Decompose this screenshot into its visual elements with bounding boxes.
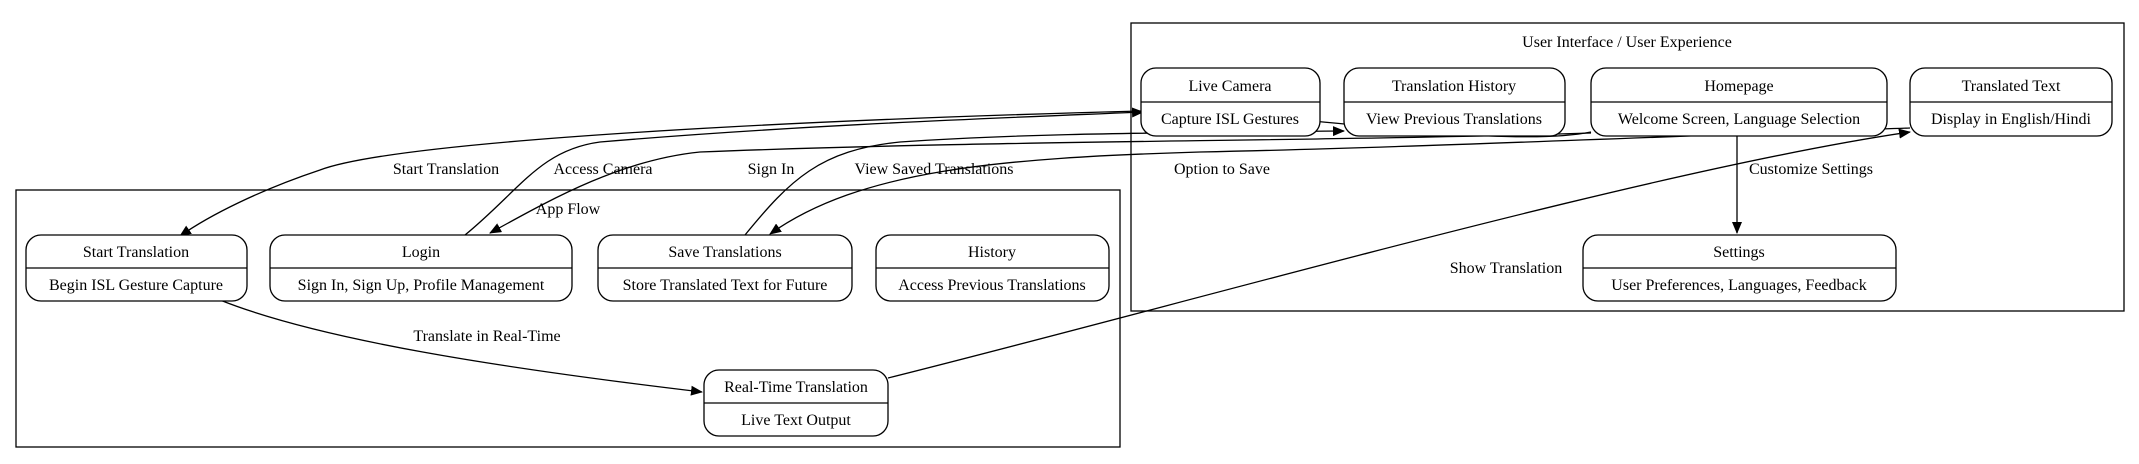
edge-homepage-to-login — [489, 132, 1592, 234]
edge-start-to-realtime — [219, 299, 703, 396]
node-start-translation-title: Start Translation — [83, 244, 189, 261]
node-save-translations-subtitle: Store Translated Text for Future — [623, 277, 828, 294]
node-settings-subtitle: User Preferences, Languages, Feedback — [1611, 277, 1866, 294]
label-customize-settings: Customize Settings — [1749, 161, 1873, 178]
node-realtime-translation: Real-Time Translation Live Text Output — [703, 369, 889, 437]
node-save-translations-title: Save Translations — [668, 244, 781, 261]
edge-live-camera-to-start-translation — [179, 110, 1142, 237]
label-sign-in: Sign In — [748, 161, 795, 178]
label-translate-in-real-time: Translate in Real-Time — [413, 328, 560, 345]
node-login-title: Login — [402, 244, 440, 261]
node-start-translation: Start Translation Begin ISL Gesture Capt… — [25, 234, 248, 302]
node-translated-text-subtitle: Display in English/Hindi — [1931, 111, 2092, 128]
node-history-subtitle: Access Previous Translations — [898, 277, 1086, 294]
node-translated-text-title: Translated Text — [1962, 78, 2061, 95]
edge-translated-text-to-save — [769, 127, 1911, 235]
node-history-title: History — [968, 244, 1016, 261]
node-realtime-translation-subtitle: Live Text Output — [741, 412, 851, 429]
cluster-ui: User Interface / User Experience — [1130, 22, 2125, 312]
node-translation-history-title: Translation History — [1392, 78, 1516, 95]
node-homepage-title: Homepage — [1704, 78, 1773, 95]
cluster-app-label: App Flow — [536, 201, 601, 218]
node-start-translation-subtitle: Begin ISL Gesture Capture — [49, 277, 223, 294]
cluster-ui-label: User Interface / User Experience — [1522, 34, 1732, 51]
cluster-app: App Flow — [15, 189, 1121, 448]
label-access-camera: Access Camera — [553, 161, 652, 178]
label-view-saved-translations: View Saved Translations — [854, 161, 1013, 178]
node-login-subtitle: Sign In, Sign Up, Profile Management — [298, 277, 545, 294]
node-settings: Settings User Preferences, Languages, Fe… — [1582, 234, 1897, 302]
edge-labels: Start Translation Access Camera Sign In … — [393, 161, 1873, 345]
node-translation-history-subtitle: View Previous Translations — [1366, 111, 1542, 128]
node-live-camera-title: Live Camera — [1188, 78, 1271, 95]
node-save-translations: Save Translations Store Translated Text … — [597, 234, 853, 302]
node-history: History Access Previous Translations — [875, 234, 1110, 302]
edge-realtime-to-translated-text — [887, 128, 1911, 379]
node-live-camera: Live Camera Capture ISL Gestures — [1140, 67, 1321, 137]
label-option-to-save: Option to Save — [1174, 161, 1270, 178]
node-homepage: Homepage Welcome Screen, Language Select… — [1590, 67, 1888, 137]
label-show-translation: Show Translation — [1450, 260, 1562, 277]
node-login: Login Sign In, Sign Up, Profile Manageme… — [269, 234, 573, 302]
node-live-camera-subtitle: Capture ISL Gestures — [1161, 111, 1299, 128]
node-settings-title: Settings — [1713, 244, 1765, 261]
node-homepage-subtitle: Welcome Screen, Language Selection — [1618, 111, 1860, 128]
node-realtime-translation-title: Real-Time Translation — [724, 379, 868, 396]
label-start-translation: Start Translation — [393, 161, 499, 178]
edge-login-to-live-camera — [464, 107, 1144, 236]
edge-save-to-translation-history — [744, 126, 1345, 236]
node-translation-history: Translation History View Previous Transl… — [1343, 67, 1566, 137]
node-translated-text: Translated Text Display in English/Hindi — [1909, 67, 2113, 137]
